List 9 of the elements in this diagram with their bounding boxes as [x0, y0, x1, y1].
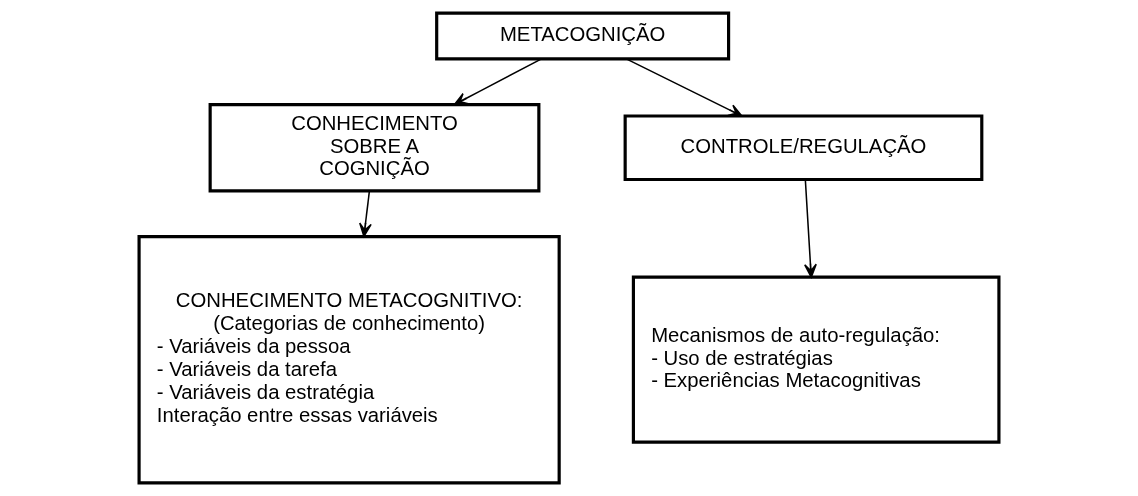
node-box: CONTROLE/REGULAÇÃO: [623, 114, 984, 182]
node-box: METACOGNIÇÃO: [435, 11, 731, 61]
arrow: [359, 190, 372, 238]
arrow: [626, 58, 743, 117]
node-box: CONHECIMENTO SOBRE A COGNIÇÃO: [208, 103, 541, 193]
arrow: [453, 58, 542, 106]
node-box: CONHECIMENTO METACOGNITIVO: (Categorias de conhecimento) - Variáveis da pessoa - Variáveis da tarefa - Variáveis da estratégia Interação entre essas variáveis: [137, 235, 561, 485]
arrow: [804, 179, 817, 278]
node-box: Mecanismos de auto-regulação: - Uso de estratégias - Experiências Metacognitivas: [631, 275, 1001, 444]
